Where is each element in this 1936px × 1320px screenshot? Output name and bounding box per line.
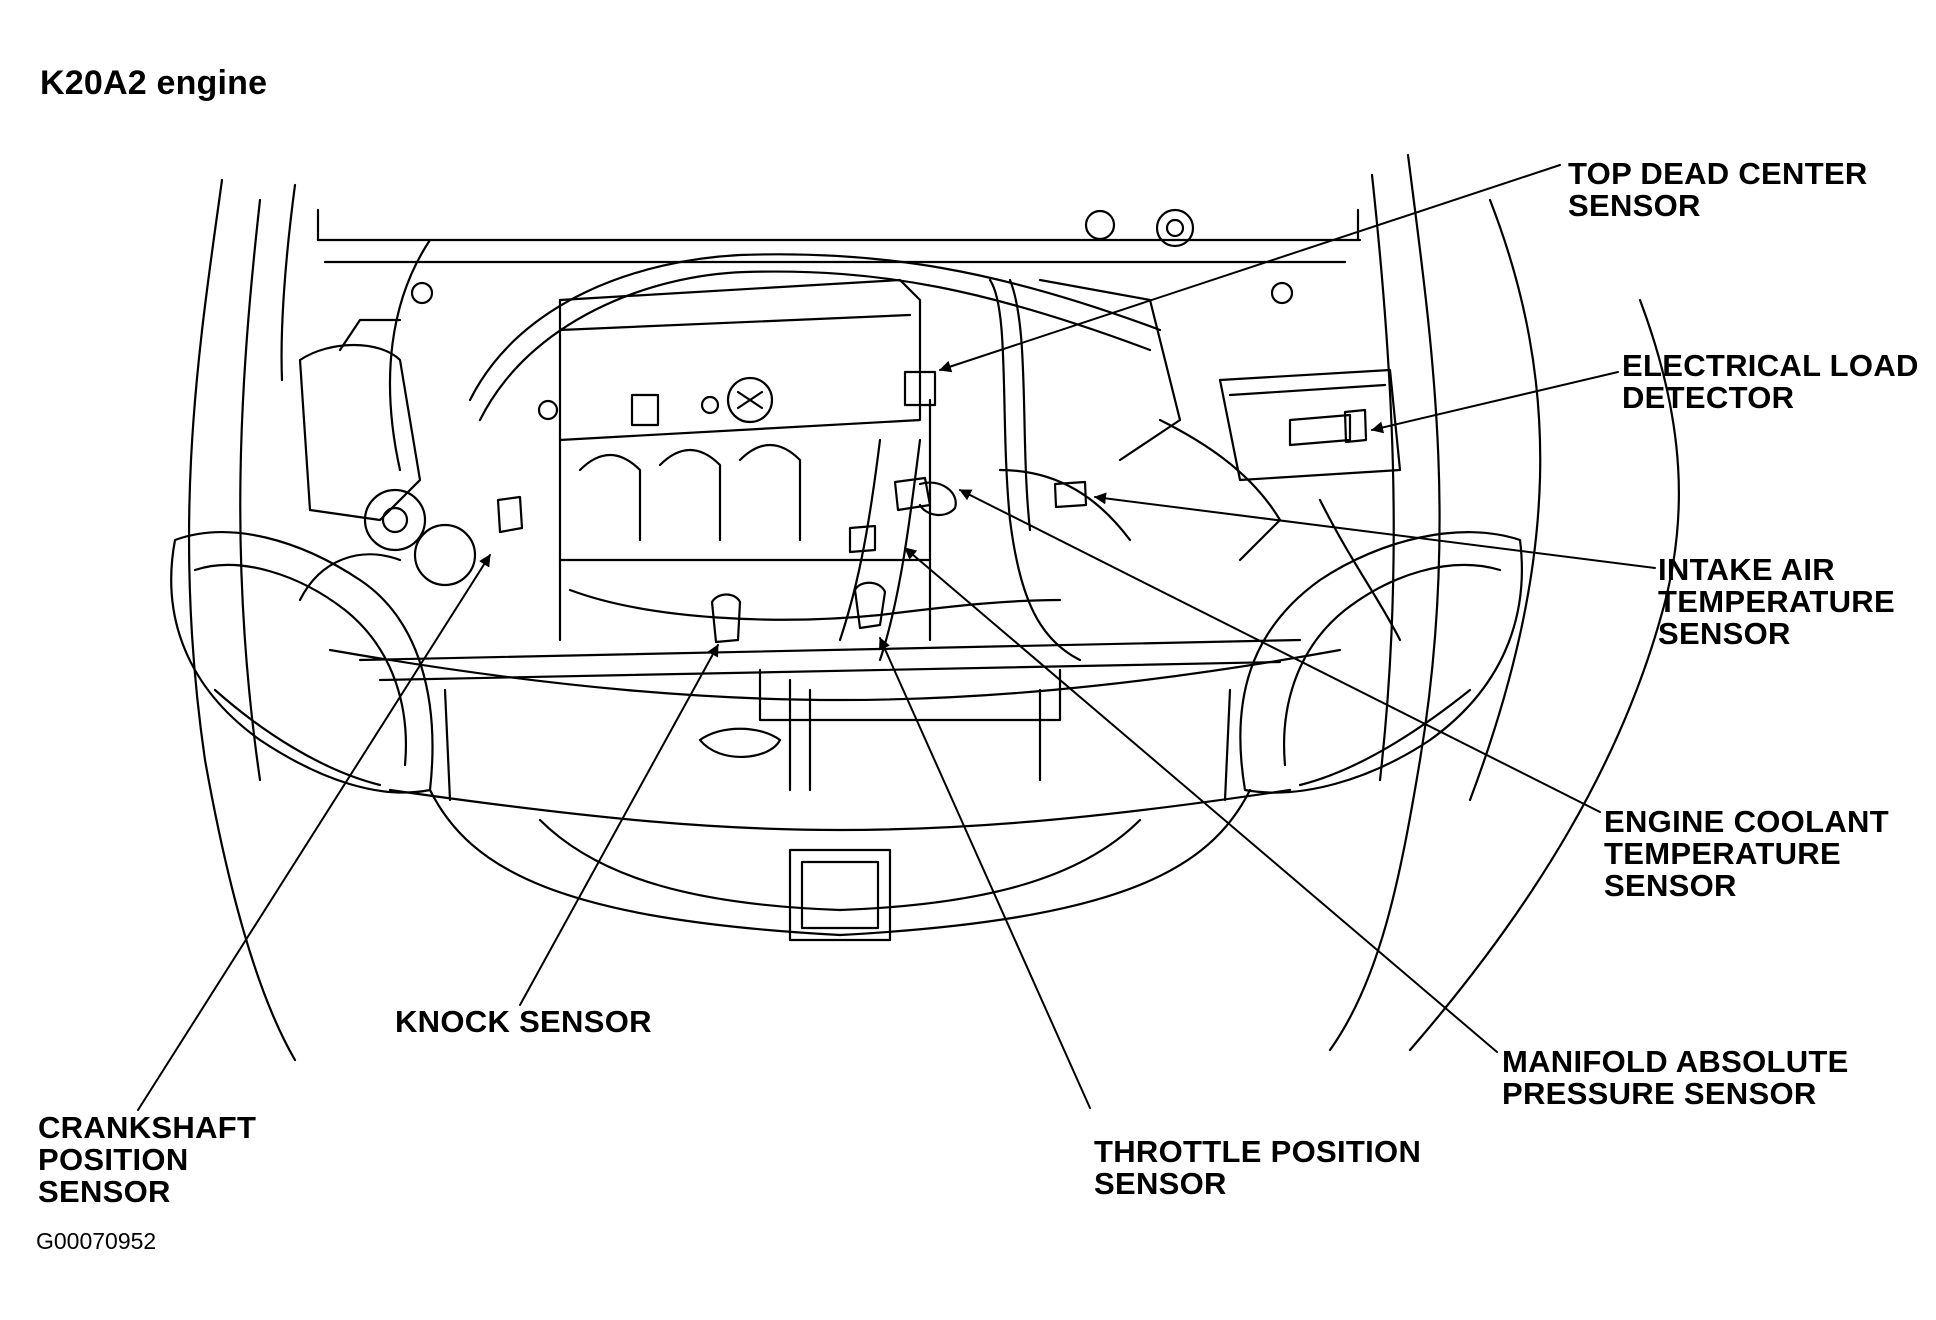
air-box [1158,368,1402,642]
callout-line: CRANKSHAFT [38,1110,257,1145]
callout-line: SENSOR [1568,188,1701,223]
callout-line: ENGINE COOLANT [1604,804,1889,839]
callout-intake-air-temperature-sensor: INTAKE AIR TEMPERATURE SENSOR [1658,554,1895,650]
reservoirs [410,208,1294,305]
callout-line: TEMPERATURE [1658,584,1895,619]
headlight-left [170,531,434,794]
callout-line: POSITION [38,1142,189,1177]
leader-lines [137,164,1656,1111]
callout-line: SENSOR [1094,1166,1227,1201]
radiator-support [358,638,1302,792]
body-outline [187,153,1681,1062]
callout-line: SENSOR [1604,868,1737,903]
callout-line: PRESSURE SENSOR [1502,1076,1817,1111]
figure-id: G00070952 [36,1228,157,1254]
callout-line: MANIFOLD ABSOLUTE [1502,1044,1849,1079]
callout-engine-coolant-temperature-sensor: ENGINE COOLANT TEMPERATURE SENSOR [1604,806,1889,902]
callout-line: SENSOR [1658,616,1791,651]
intake-and-hoses [388,238,1182,662]
callout-electrical-load-detector: ELECTRICAL LOAD DETECTOR [1622,350,1919,414]
callout-top-dead-center-sensor: TOP DEAD CENTER SENSOR [1568,158,1868,222]
headlight-right [1239,531,1523,794]
callout-line: TEMPERATURE [1604,836,1841,871]
callout-throttle-position-sensor: THROTTLE POSITION SENSOR [1094,1136,1421,1200]
callout-line: KNOCK SENSOR [395,1004,652,1039]
page-title: K20A2 engine [40,64,268,102]
callout-line: ELECTRICAL LOAD [1622,348,1919,383]
engine-block [537,278,932,642]
callout-knock-sensor: KNOCK SENSOR [395,1006,652,1038]
callout-line: SENSOR [38,1174,171,1209]
callout-line: INTAKE AIR [1658,552,1835,587]
callout-crankshaft-position-sensor: CRANKSHAFT POSITION SENSOR [38,1112,256,1208]
left-components [298,318,477,602]
sensor-bodies [496,370,1368,644]
callout-manifold-absolute-pressure-sensor: MANIFOLD ABSOLUTE PRESSURE SENSOR [1502,1046,1849,1110]
front-bumper [328,648,1342,942]
callout-line: DETECTOR [1622,380,1795,415]
callout-line: TOP DEAD CENTER [1568,156,1868,191]
callout-line: THROTTLE POSITION [1094,1134,1422,1169]
